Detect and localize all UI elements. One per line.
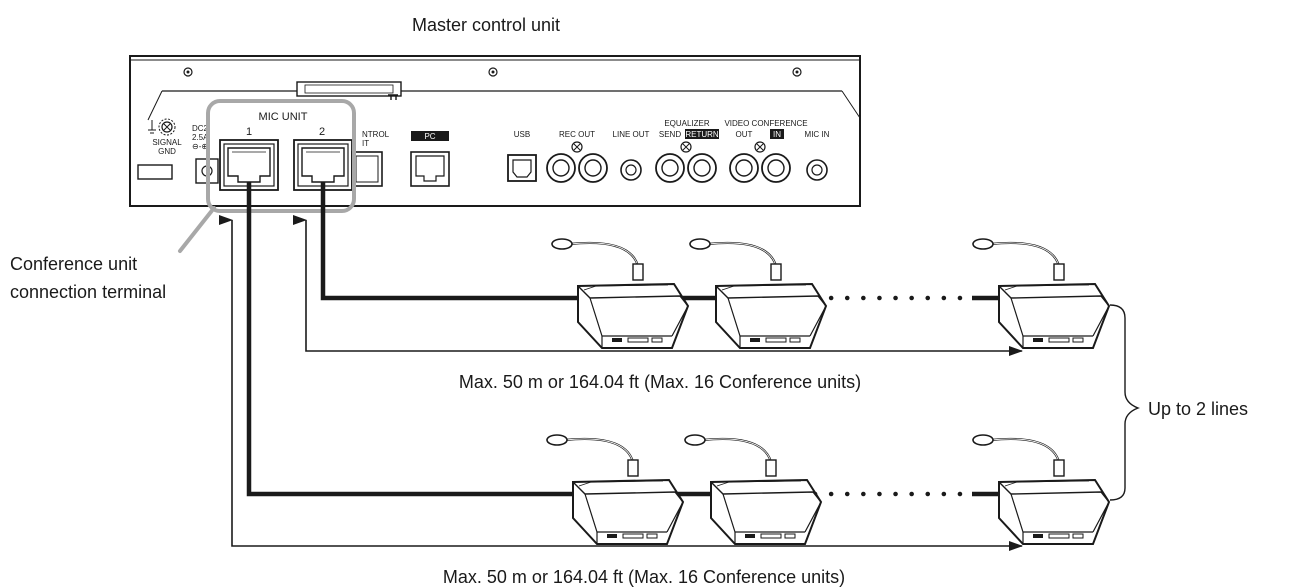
mount-hole-icon [488, 67, 498, 77]
conference-unit-icon [550, 237, 690, 350]
master-control-unit-panel: SIGNAL GND DC2 2.5A ⊖-⊕ MIC UNIT 1 2 NTR… [129, 55, 861, 207]
pc-label-box [411, 131, 449, 141]
signal-gnd-label-2: GND [158, 147, 176, 156]
vc-out-label: OUT [736, 130, 753, 139]
rec-out-label: REC OUT [559, 130, 595, 139]
send-label: SEND [659, 130, 681, 139]
return-label-box [685, 129, 719, 139]
callout-label-line1: Conference unit [10, 254, 137, 274]
control-unit-label-2: IT [362, 139, 369, 148]
rec-out-right-jack [578, 153, 608, 183]
line-out-jack [620, 159, 642, 181]
usb-port [507, 154, 537, 182]
mount-hole-icon [792, 67, 802, 77]
vc-out-jack [729, 153, 759, 183]
conference-unit-icon [545, 433, 685, 546]
mic-in-label: MIC IN [805, 130, 830, 139]
return-label: RETURN [685, 130, 719, 139]
lines-label: Up to 2 lines [1148, 399, 1248, 419]
callout-label-line2: connection terminal [10, 282, 166, 302]
video-conference-label: VIDEO CONFERENCE [724, 119, 807, 128]
signal-gnd-terminal: SIGNAL GND [148, 118, 182, 156]
lines-brace [1109, 304, 1140, 501]
dc-label-3: ⊖-⊕ [192, 142, 208, 151]
conference-unit-icon [971, 237, 1111, 350]
conference-unit-icon [683, 433, 823, 546]
line-1-distance-label: Max. 50 m or 164.04 ft (Max. 16 Conferen… [459, 372, 861, 392]
diagram-title: Master control unit [412, 15, 560, 35]
port-1-label: 1 [246, 126, 252, 138]
equalizer-return-jack [687, 153, 717, 183]
control-unit-label-1: NTROL [362, 130, 390, 139]
conference-unit-icon [971, 433, 1111, 546]
signal-gnd-label-1: SIGNAL [152, 138, 182, 147]
conference-unit-icon [688, 237, 828, 350]
line-2-distance-arrow [219, 215, 1023, 551]
vc-in-jack [761, 153, 791, 183]
equalizer-send-jack [655, 153, 685, 183]
dc-label-1: DC2 [192, 124, 209, 133]
mic-in-jack [806, 159, 828, 181]
vc-in-label: IN [773, 130, 781, 139]
pc-port [410, 151, 450, 187]
connection-terminal-callout [178, 99, 356, 253]
mic-unit-label: MIC UNIT [259, 111, 308, 123]
usb-label: USB [514, 130, 530, 139]
equalizer-label: EQUALIZER [664, 119, 710, 128]
pc-label: PC [424, 132, 435, 141]
control-unit-port [351, 151, 383, 187]
line-out-label: LINE OUT [613, 130, 650, 139]
port-2-label: 2 [319, 126, 325, 138]
dc-label-2: 2.5A [192, 133, 209, 142]
vc-in-label-box [770, 129, 784, 139]
rec-out-left-jack [546, 153, 576, 183]
line-2-distance-label: Max. 50 m or 164.04 ft (Max. 16 Conferen… [443, 567, 845, 587]
mount-hole-icon [183, 67, 193, 77]
label-plate [137, 164, 173, 180]
